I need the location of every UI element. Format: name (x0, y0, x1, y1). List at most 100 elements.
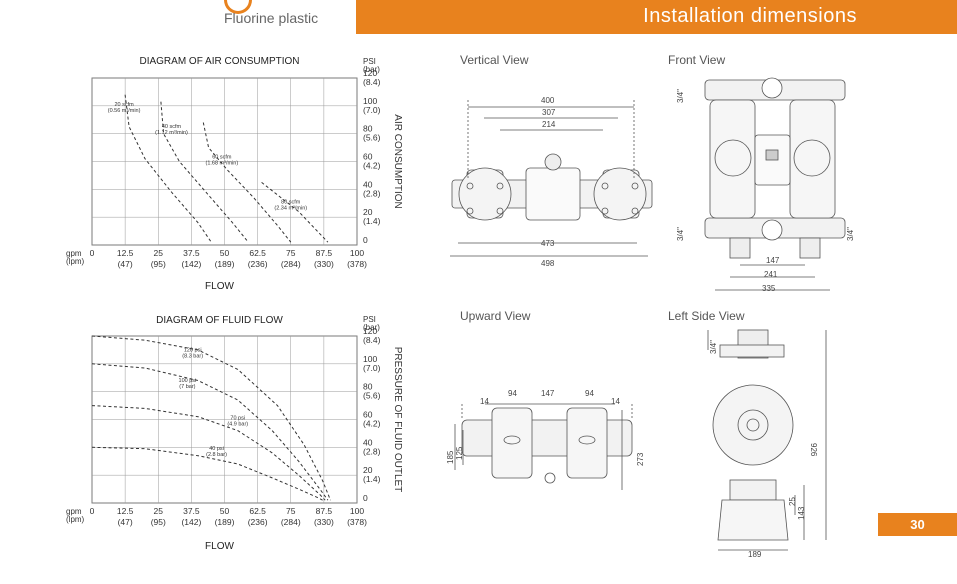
y-tick-label: 120 (363, 68, 377, 78)
series-label-sub: (1.68 m³/min) (205, 161, 238, 167)
front-view-drawing (704, 77, 846, 291)
y-tick-bar-label: (4.2) (363, 419, 381, 429)
y-tick-label: 20 (363, 465, 373, 475)
y-tick-bar-label: (8.4) (363, 77, 381, 87)
x-unit-sub-label: (lpm) (66, 257, 85, 266)
series-label-sub: (8.3 bar) (182, 353, 203, 359)
left-side-view-title: Left Side View (668, 309, 745, 323)
x-axis-label: FLOW (205, 281, 234, 292)
dimension-label: 14 (480, 397, 489, 406)
y-tick-label: 60 (363, 152, 373, 162)
y-unit-sub-label: (bar) (363, 323, 380, 332)
x-tick-lpm-label: (330) (314, 517, 334, 527)
dimension-label: 14 (611, 397, 620, 406)
x-tick-label: 12.5 (117, 248, 134, 258)
y-tick-label: 80 (363, 382, 373, 392)
y-tick-bar-label: (1.4) (363, 474, 381, 484)
x-tick-lpm-label: (95) (151, 517, 166, 527)
dimension-label: 498 (541, 259, 555, 268)
chart-title: DIAGRAM OF FLUID FLOW (156, 315, 283, 326)
x-tick-lpm-label: (236) (248, 517, 268, 527)
y-axis-label: AIR CONSUMPTION (392, 114, 403, 208)
x-tick-lpm-label: (189) (215, 259, 235, 269)
y-axis-label: PRESSURE OF FLUID OUTLET (392, 347, 403, 493)
series-label-sub: (2.8 bar) (206, 452, 227, 458)
series-label: 60 scfm (212, 155, 232, 161)
series-label: 120 psi (184, 347, 202, 353)
series-label-sub: (4.9 bar) (227, 422, 248, 428)
series-curve (124, 94, 212, 243)
series-label: 100 psi (179, 378, 197, 384)
series-curve (202, 122, 292, 243)
dimension-label: 94 (585, 389, 594, 398)
series-label: 40 psi (209, 446, 224, 452)
upward-view-drawing (454, 403, 633, 490)
dimension-label: 3/4" (709, 340, 718, 354)
x-tick-label: 100 (350, 506, 364, 516)
x-tick-lpm-label: (284) (281, 259, 301, 269)
x-tick-label: 62.5 (249, 506, 266, 516)
series-label-sub: (0.56 m³/min) (108, 108, 141, 114)
x-tick-label: 0 (90, 506, 95, 516)
dimension-label: 189 (748, 550, 762, 559)
x-tick-label: 75 (286, 506, 296, 516)
dimension-label: 185 (446, 450, 455, 464)
series-label: 70 psi (230, 416, 245, 422)
x-unit-label: gpm (66, 507, 82, 516)
x-tick-label: 62.5 (249, 248, 266, 258)
dimension-label: 400 (541, 96, 555, 105)
page-number: 30 (878, 513, 957, 536)
material-subtitle: Fluorine plastic (224, 10, 319, 26)
x-tick-label: 100 (350, 248, 364, 258)
dimension-label: 3/4" (676, 227, 685, 241)
chart-title: DIAGRAM OF AIR CONSUMPTION (139, 56, 299, 67)
x-tick-label: 75 (286, 248, 296, 258)
header-bar: Installation dimensions (356, 0, 957, 34)
y-tick-label: 0 (363, 235, 368, 245)
y-tick-bar-label: (8.4) (363, 335, 381, 345)
dimension-label: 3/4" (676, 89, 685, 103)
dimension-label: 25 (788, 497, 797, 506)
page-title: Installation dimensions (643, 5, 857, 27)
vertical-view-drawing (450, 100, 653, 257)
left-side-view-drawing (707, 329, 827, 551)
y-tick-bar-label: (2.8) (363, 446, 381, 456)
header-left: Fluorine plastic (0, 0, 356, 34)
y-tick-bar-label: (4.2) (363, 161, 381, 171)
series-curve (91, 363, 329, 501)
x-tick-label: 25 (154, 248, 164, 258)
y-tick-bar-label: (2.8) (363, 188, 381, 198)
series-curve (91, 405, 326, 501)
dimension-label: 147 (541, 389, 555, 398)
y-unit-sub-label: (bar) (363, 65, 380, 74)
series-curve (160, 101, 249, 243)
x-tick-label: 25 (154, 506, 164, 516)
x-tick-lpm-label: (142) (181, 259, 201, 269)
dimension-label: 273 (636, 452, 645, 466)
series-label-sub: (1.12 m³/min) (155, 130, 188, 136)
x-tick-label: 37.5 (183, 506, 200, 516)
x-tick-label: 87.5 (316, 248, 333, 258)
y-tick-bar-label: (5.6) (363, 133, 381, 143)
y-unit-label: PSI (363, 315, 376, 324)
x-tick-label: 12.5 (117, 506, 134, 516)
front-view-title: Front View (668, 53, 726, 67)
y-tick-label: 100 (363, 96, 377, 106)
dimension-label: 147 (766, 256, 780, 265)
dimension-label: 94 (508, 389, 517, 398)
x-tick-lpm-label: (47) (118, 259, 133, 269)
x-tick-label: 87.5 (316, 506, 333, 516)
series-label: 40 scfm (162, 124, 182, 130)
y-tick-label: 40 (363, 179, 373, 189)
dimension-label: 307 (542, 108, 556, 117)
y-tick-bar-label: (7.0) (363, 105, 381, 115)
x-tick-label: 50 (220, 248, 230, 258)
series-label-sub: (7 bar) (179, 384, 195, 390)
dimension-label: 214 (542, 120, 556, 129)
series-label: 80 scfm (281, 199, 301, 205)
dimension-label: 241 (764, 270, 778, 279)
dimension-label: 473 (541, 239, 555, 248)
x-tick-lpm-label: (142) (181, 517, 201, 527)
x-unit-sub-label: (lpm) (66, 515, 85, 524)
